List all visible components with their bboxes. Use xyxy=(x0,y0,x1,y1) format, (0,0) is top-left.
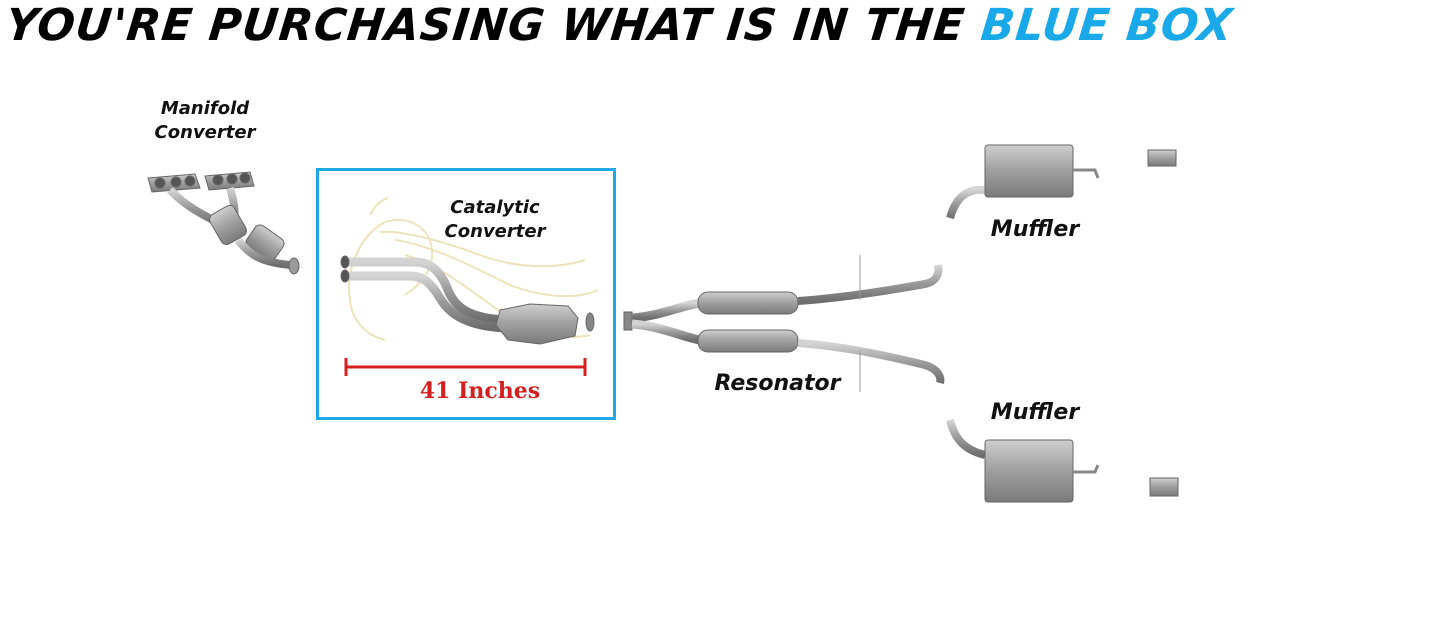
resonator-label: Resonator xyxy=(714,371,841,396)
catalytic-label-line2: Converter xyxy=(444,221,546,242)
manifold-converter-part xyxy=(147,171,300,275)
catalytic-label-line1: Catalytic xyxy=(450,197,540,218)
manifold-label-line1: Manifold xyxy=(160,98,250,119)
measurement-label: 41 Inches xyxy=(419,378,541,404)
measurement-line xyxy=(344,358,587,376)
catalytic-converter-label: Catalytic Converter xyxy=(430,196,560,244)
muffler-bottom-part xyxy=(946,418,1179,503)
muffler-top-part xyxy=(946,144,1177,220)
manifold-label-line2: Converter xyxy=(154,122,256,143)
catalytic-converter-part xyxy=(340,255,595,345)
selection-blue-box xyxy=(316,168,616,420)
muffler-top-label: Muffler xyxy=(990,217,1080,242)
muffler-bottom-label: Muffler xyxy=(990,400,1080,425)
manifold-converter-label: Manifold Converter xyxy=(140,97,270,145)
resonator-part xyxy=(623,255,945,392)
